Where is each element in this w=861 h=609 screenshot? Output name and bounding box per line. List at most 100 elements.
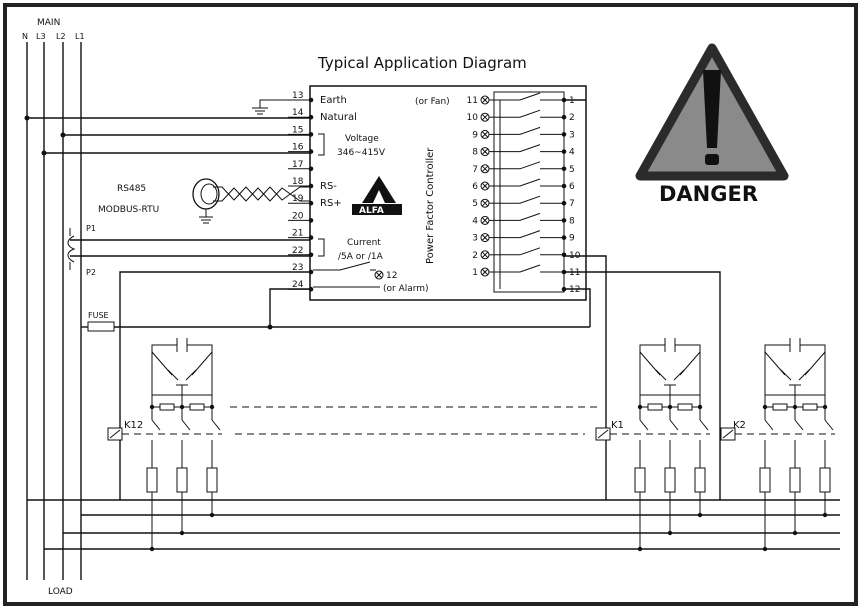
ct-p2-label: P2 [86,268,96,277]
contactor-label-k1: K1 [611,420,624,431]
phase-label-l2: L2 [56,32,66,41]
right-terminal-number: 8 [569,216,575,226]
relay-contact [500,144,541,153]
modbus-label: MODBUS-RTU [98,205,159,215]
relay-contact [500,230,541,239]
relay-contact [500,126,541,135]
capacitor-bank-k1 [595,338,710,552]
right-terminal-number: 11 [569,268,580,278]
right-terminal-number: 9 [569,234,575,244]
right-terminal-number: 2 [569,113,575,123]
controller-vertical-label: Power Factor Controller [425,147,436,264]
phase-label-l3: L3 [36,32,46,41]
relay-contact [500,178,541,187]
load-feed-wiring [27,499,840,550]
contactor-contact [764,419,774,431]
left-terminal-dot [308,97,314,103]
contactor-contact [699,419,709,431]
step-led-label: 9 [472,130,478,140]
alarm-indicator-icon [374,270,384,280]
current-label: Current [347,238,381,248]
relay-output-block [493,91,565,293]
left-terminal-number: 21 [292,229,303,239]
discharge-resistor-icon [189,403,205,411]
capacitor-banks [107,338,835,552]
contactor-contact [211,419,221,431]
left-terminal-number: 15 [292,125,303,135]
current-transformer-icon [67,228,76,270]
step-led-label: 2 [472,251,478,261]
discharge-resistor-icon [677,403,693,411]
controller-box [309,85,587,301]
contactor-label-k2: K2 [733,420,746,431]
current-value: /5A or /1A [338,252,384,262]
danger-warning-icon [635,43,789,181]
step-led-label: 1 [472,268,478,278]
contactor-contact [639,419,649,431]
left-terminal-dot [308,218,314,223]
left-terminal-number: 14 [292,108,304,118]
relay-contact [500,161,541,170]
left-terminal-number: 16 [292,143,304,153]
left-terminal-dot [308,269,314,275]
left-terminal-label: Earth [320,95,347,106]
fuse-icon [206,467,218,493]
contactor-contact [824,419,834,431]
right-terminal-number: 3 [569,130,575,140]
left-terminal-number: 20 [292,211,304,221]
discharge-resistor-icon [802,403,818,411]
discharge-resistor-icon [647,403,663,411]
voltage-bracket [318,133,325,156]
alarm-number: 12 [386,271,397,281]
bus-junction-dots [24,115,273,330]
current-bracket [318,238,325,257]
right-terminal-number: 1 [569,96,575,106]
step-led-label: 3 [472,234,478,244]
left-terminal-dot [308,286,314,292]
left-terminal-dot [308,183,314,189]
relay-contact [500,247,541,256]
rs485-cable-icon [192,178,310,224]
fuse-icon [634,467,646,493]
right-terminal-number: 5 [569,165,575,175]
main-label: MAIN [37,18,60,28]
fuse-icon [664,467,676,493]
left-terminal-label: RS+ [320,198,342,209]
step-led-label: 10 [467,113,479,123]
step-led-label: 7 [472,165,478,175]
discharge-resistor-icon [159,403,175,411]
relay-contact [500,195,541,204]
capacitor-bank-k2 [720,338,835,552]
contactor-contact [669,419,679,431]
contactor-contact [151,419,161,431]
left-terminal-label: Natural [320,112,357,123]
phase-label-l1: L1 [75,32,85,41]
voltage-value: 346~415V [337,148,386,158]
fuse-icon [176,467,188,493]
contactor-label-k12: K12 [124,420,143,431]
fuse-icon [789,467,801,493]
rs485-label: RS485 [117,184,146,194]
diagram-title: Typical Application Diagram [317,54,527,72]
fuse-label: FUSE [88,311,109,320]
discharge-resistor-icon [772,403,788,411]
load-label: LOAD [48,587,73,597]
main-bus [26,42,82,580]
fuse-icon [694,467,706,493]
alarm-contact [313,261,371,271]
relay-contact [500,92,541,101]
left-terminal-number: 23 [292,263,303,273]
contactor-contact [181,419,191,431]
danger-label: DANGER [659,182,758,206]
alfa-logo-text: ALFA [359,206,384,216]
left-terminal-label: RS- [320,181,337,192]
fuse-icon [146,467,158,493]
left-terminal-dot [308,235,314,240]
relay-contact [500,212,541,221]
left-terminal-dot [308,200,314,206]
contactor-contact [794,419,804,431]
relay-contact [500,109,541,118]
